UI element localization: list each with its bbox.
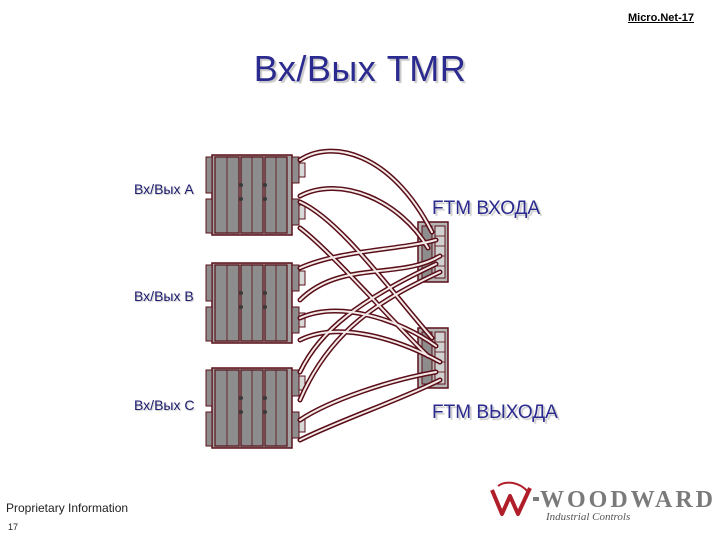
- logo-tagline: Industrial Controls: [546, 511, 631, 523]
- page-title: Вх/Вых TMR: [253, 48, 467, 89]
- module-label-b: Вх/Вых B: [134, 288, 194, 304]
- ftm-output-label: FTM ВЫХОДА: [432, 402, 558, 423]
- module-label-a: Вх/Вых A: [134, 181, 194, 197]
- ftm-input-label: FTM ВХОДА: [432, 198, 541, 219]
- proprietary-notice: Proprietary Information: [6, 501, 129, 515]
- woodward-logo-icon: [490, 481, 539, 516]
- rack-c: [205, 367, 306, 449]
- logo-wordmark: WOODWARD: [540, 487, 717, 513]
- header-tag: Micro.Net-17: [627, 12, 694, 24]
- module-label-c: Вх/Вых C: [134, 397, 195, 413]
- cable-bundle: [297, 148, 443, 443]
- page-number: 17: [8, 522, 19, 532]
- rack-b: [205, 262, 306, 344]
- rack-a: [205, 154, 306, 236]
